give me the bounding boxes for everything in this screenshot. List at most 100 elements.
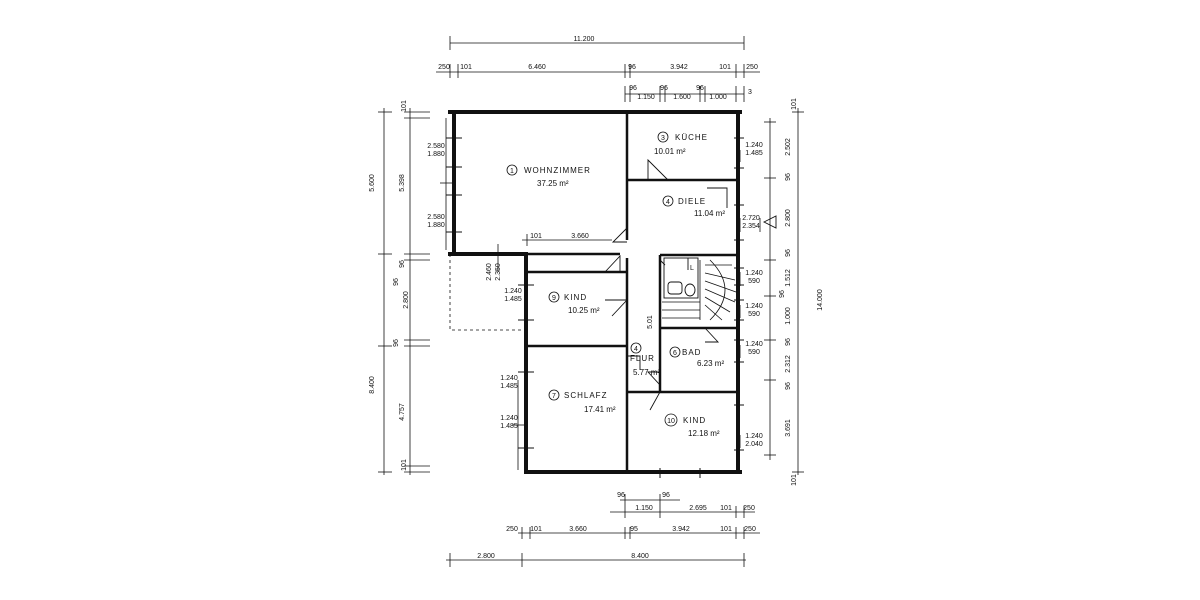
opening-wc-h: 1.240 [745,270,763,277]
dim-right-2800: 2.800 [785,209,792,227]
room-name: WOHNZIMMER [524,166,591,175]
dim-bottom3-250-right: 250 [744,526,756,533]
opening-kind9-h: 1.240 [504,288,522,295]
room-name: KÜCHE [675,133,708,142]
room-number: 7 [552,393,556,400]
room-schlafz: 7 SCHLAFZ 17.41 m² [548,389,616,414]
dim-left-96a: 96 [393,278,400,286]
opening-wz-2-h: 2.580 [427,214,445,221]
opening-schlafz1-w: 1.485 [500,383,518,390]
room-area: 12.18 m² [688,429,720,438]
dim-bottom-96a: 96 [617,492,625,499]
window-marks [446,137,744,478]
room-kueche: 3 KÜCHE 10.01 m² [654,131,708,156]
room-number-circle [657,131,669,143]
room-area: 37.25 m² [537,179,569,188]
room-number-circle [548,389,560,401]
dim-right-96a: 96 [785,173,792,181]
dim-bottom-96b: 96 [662,492,670,499]
bottom-dimension-lines [446,494,760,567]
room-bad: 6 BAD 6.23 m² [669,346,724,368]
opening-schlafz2-w: 1.485 [500,423,518,430]
dim-left-5398: 5.398 [399,174,406,192]
room-number: 10 [667,418,675,425]
dim-left-4757: 4.757 [399,403,406,421]
dim-left-96b: 96 [393,339,400,347]
dim-mid-2460: 2.460 [486,263,493,281]
staircase [662,259,737,321]
room-name: BAD [682,348,701,357]
opening-schlafz1-h: 1.240 [500,375,518,382]
dim-top3-96b: 96 [660,85,668,92]
dim-right-3691: 3.691 [785,419,792,437]
room-area: 5.77 m² [633,368,660,377]
dim-left-96c: 96 [399,260,406,268]
dim-bottom3-3942: 3.942 [672,526,690,533]
dim-bottom4-2800: 2.800 [477,553,495,560]
room-area: 10.01 m² [654,147,686,156]
room-area: 6.23 m² [697,359,724,368]
room-number: 3 [661,135,665,142]
opening-wc-w: 590 [748,278,760,285]
opening-wz-1-h: 2.580 [427,143,445,150]
dim-top3-1000: 1.000 [709,94,727,101]
opening-diele-h: 2.720 [742,215,760,222]
dim-left-5600: 5.600 [369,174,376,192]
dim-bottom3-250-left: 250 [506,526,518,533]
dim-top3-96c: 96 [696,85,704,92]
room-number: 9 [552,295,556,302]
dim-left-101-top: 101 [401,100,408,112]
room-diele: 4 DIELE 11.04 m² [662,195,725,218]
room-kind-9: 9 KIND 10.25 m² [548,291,600,315]
dim-top3-96a: 96 [629,85,637,92]
dim-right-96b: 96 [785,249,792,257]
opening-kueche-w: 1.485 [745,150,763,157]
dim-bottom-1150: 1.150 [635,505,653,512]
room-number: 6 [673,350,677,357]
dim-left-2800: 2.800 [403,291,410,309]
room-name: SCHLAFZ [564,391,607,400]
wc-label: L [690,265,694,272]
dim-top-250-left: 250 [438,64,450,71]
dim-interior-101: 101 [530,233,542,240]
dim-right-overall: 14.000 [817,289,824,311]
room-name: KIND [564,293,587,302]
dim-bottom-250: 250 [743,505,755,512]
dim-bottom4-8400: 8.400 [631,553,649,560]
room-number-circle [630,342,642,354]
north-arrow-icon [762,215,777,229]
opening-stair-w: 590 [748,311,760,318]
room-name: KIND [683,416,706,425]
dim-interior-501: 5.01 [647,315,654,329]
dim-right-96e: 96 [785,382,792,390]
opening-wz-1-w: 1.880 [427,151,445,158]
dim-top-96: 96 [628,64,636,71]
dim-right-2312: 2.312 [785,355,792,373]
opening-kueche-h: 1.240 [745,142,763,149]
wc-fixtures [659,257,699,299]
dim-right-1512: 1.512 [785,269,792,287]
top-dimension-lines [436,36,760,102]
dim-bottom-2695: 2.695 [689,505,707,512]
dim-bottom3-101-right: 101 [720,526,732,533]
opening-kind10-h: 1.240 [745,433,763,440]
opening-schlafz2-h: 1.240 [500,415,518,422]
room-number-circle [669,346,681,358]
dim-left-8400: 8.400 [369,376,376,394]
dim-right-101-top: 101 [791,98,798,110]
room-number: 4 [634,346,638,353]
room-number-circle [506,164,518,176]
door-swings [604,158,728,411]
room-number-circle [664,413,678,427]
room-flur: 4 FLUR 5.77 m² [630,342,660,377]
terrace-outline [449,254,526,331]
dim-right-1000: 1.000 [785,307,792,325]
room-wohnzimmer: 1 WOHNZIMMER 37.25 m² [506,164,591,188]
dim-bottom3-3660: 3.660 [569,526,587,533]
dim-top3-3: 3 [748,89,752,96]
dim-right-96d: 96 [785,338,792,346]
room-number: 4 [666,199,670,206]
dim-top3-1150: 1.150 [637,94,655,101]
dim-top-101-left: 101 [460,64,472,71]
dim-interior-3660: 3.660 [571,233,589,240]
